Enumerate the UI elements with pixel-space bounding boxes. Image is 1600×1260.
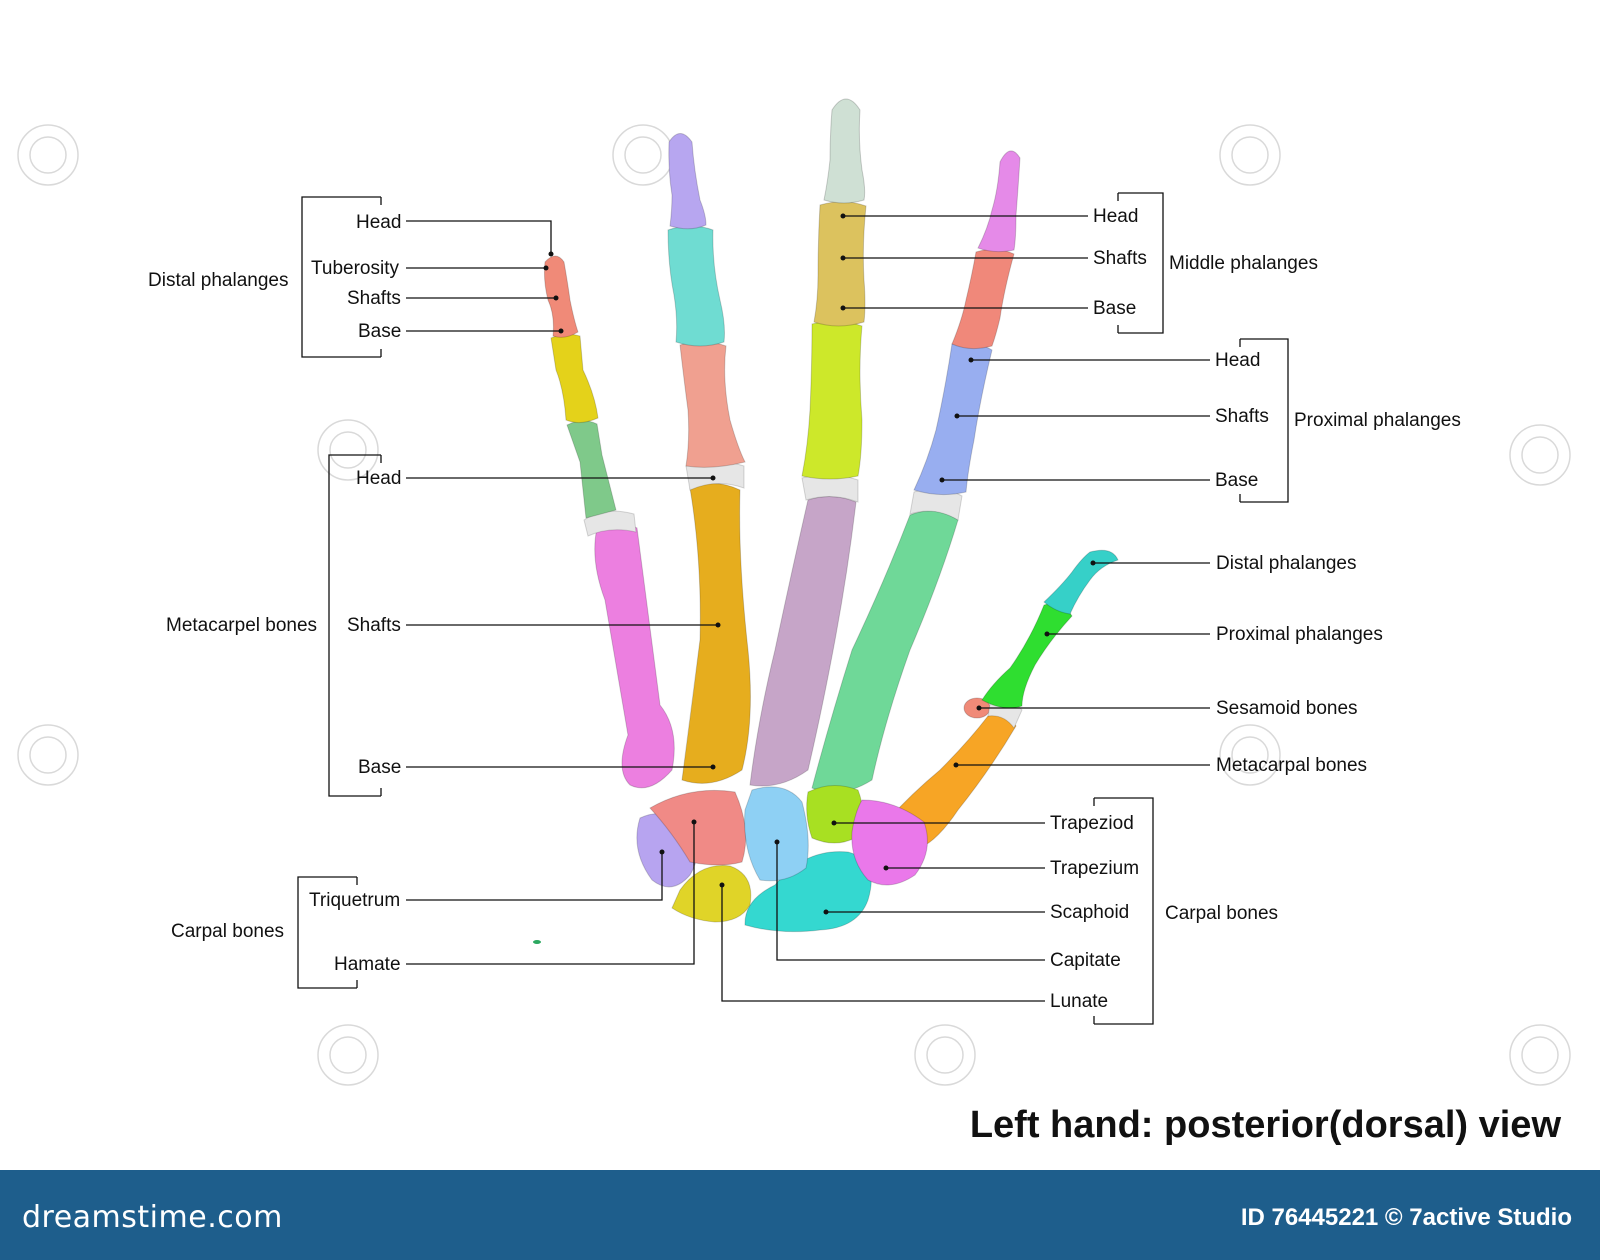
group-label-distal-phalanges: Distal phalanges: [148, 270, 288, 291]
ring-middle-phalanx: [667, 225, 725, 347]
index-distal-phalanx: [977, 150, 1021, 253]
index-proximal-phalanx: [913, 342, 993, 496]
middle-proximal-phalanx: [801, 320, 863, 480]
green-fleck: [533, 940, 541, 944]
ring-proximal-phalanx: [679, 341, 746, 468]
label-thumb-distal-phalanges: Distal phalanges: [1216, 553, 1356, 574]
brand-logo-text: dreamstime.com: [22, 1200, 283, 1235]
little-metacarpal-bone: [594, 522, 675, 789]
label-metacarpal-head: Head: [356, 468, 401, 489]
carpal-bones: [636, 785, 928, 933]
hamate-bone: [649, 789, 747, 866]
ring-metacarpal-bone: [681, 483, 751, 784]
image-credit: ID 76445221 © 7active Studio: [1240, 1204, 1572, 1231]
label-thumb-proximal-phalanges: Proximal phalanges: [1216, 624, 1383, 645]
label-hamate: Hamate: [334, 954, 401, 975]
little-finger: [543, 255, 675, 789]
label-middle-head: Head: [1093, 206, 1138, 227]
label-distal-head: Head: [356, 212, 401, 233]
label-group-right-proximal: Proximal phalanges Head Shafts Base: [939, 338, 1461, 503]
label-group-left-distal: Distal phalanges Head Tuberosity Shafts …: [148, 196, 564, 358]
label-distal-tuberosity: Tuberosity: [311, 258, 399, 279]
label-metacarpal-shafts: Shafts: [347, 615, 401, 636]
capitate-bone: [744, 786, 809, 882]
index-finger: [811, 150, 1021, 793]
group-label-carpal-bones-right: Carpal bones: [1165, 903, 1278, 924]
label-trapezium: Trapezium: [1050, 858, 1139, 879]
ring-finger: [667, 133, 751, 784]
middle-middle-phalanx: [813, 201, 867, 327]
label-distal-shafts: Shafts: [347, 288, 401, 309]
thumb-distal-phalanx: [1043, 549, 1119, 615]
label-group-right-middle: Middle phalanges Head Shafts Base: [840, 192, 1318, 334]
label-distal-base: Base: [358, 321, 401, 342]
hand-bones-diagram: Distal phalanges Head Tuberosity Shafts …: [17, 98, 1571, 1146]
label-group-right-carpal: Carpal bones Trapeziod Trapezium Scaphoi…: [719, 797, 1278, 1025]
label-proximal-head: Head: [1215, 350, 1260, 371]
label-triquetrum: Triquetrum: [309, 890, 400, 911]
label-group-left-carpal: Carpal bones Triquetrum Hamate: [171, 819, 697, 989]
little-middle-phalanx: [550, 333, 599, 424]
diagram-title: Left hand: posterior(dorsal) view: [970, 1104, 1562, 1146]
group-label-carpal-bones-left: Carpal bones: [171, 921, 284, 942]
trapezium-bone: [851, 799, 928, 886]
thumb-proximal-phalanx: [981, 603, 1073, 709]
index-metacarpal-bone: [811, 510, 959, 793]
group-label-proximal-phalanges: Proximal phalanges: [1294, 410, 1461, 431]
little-proximal-phalanx: [566, 420, 617, 519]
label-metacarpal-base: Base: [358, 757, 401, 778]
middle-distal-phalanx: [823, 98, 866, 204]
label-group-left-metacarpal: Metacarpel bones Head Shafts Base: [166, 454, 721, 797]
label-sesamoid-bones: Sesamoid bones: [1216, 698, 1358, 719]
ring-distal-phalanx: [668, 133, 707, 230]
label-group-thumb: Distal phalanges Proximal phalanges Sesa…: [953, 553, 1383, 776]
label-thumb-metacarpal-bones: Metacarpal bones: [1216, 755, 1367, 776]
index-middle-phalanx: [951, 248, 1015, 350]
label-middle-shafts: Shafts: [1093, 248, 1147, 269]
label-trapeziod: Trapeziod: [1050, 813, 1134, 834]
label-proximal-shafts: Shafts: [1215, 406, 1269, 427]
label-scaphoid: Scaphoid: [1050, 902, 1129, 923]
group-label-middle-phalanges: Middle phalanges: [1169, 253, 1318, 274]
label-lunate: Lunate: [1050, 991, 1108, 1012]
middle-metacarpal-bone: [749, 496, 857, 787]
watermark-pattern: [17, 124, 1571, 1086]
middle-finger: [749, 98, 867, 787]
label-proximal-base: Base: [1215, 470, 1258, 491]
label-capitate: Capitate: [1050, 950, 1121, 971]
group-label-metacarpel-bones: Metacarpel bones: [166, 615, 317, 636]
little-distal-phalanx: [543, 255, 579, 338]
label-middle-base: Base: [1093, 298, 1136, 319]
footer-bar: dreamstime.com ID 76445221 © 7active Stu…: [0, 1170, 1600, 1260]
lunate-bone: [671, 865, 752, 923]
